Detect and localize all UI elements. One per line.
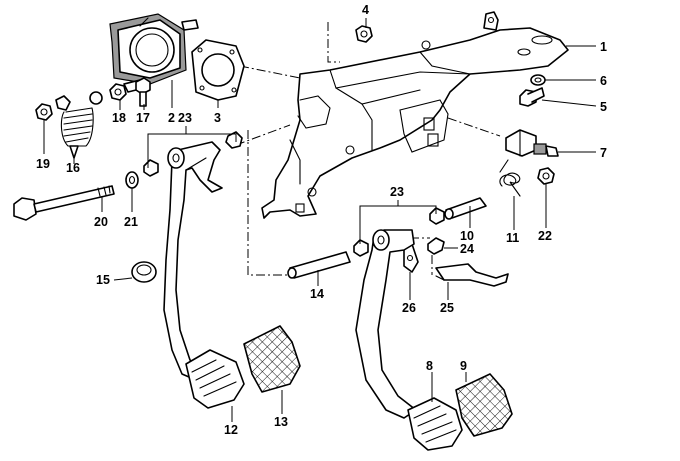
callout-8: 8 bbox=[426, 359, 433, 373]
callout-14: 14 bbox=[310, 287, 324, 301]
bushing-22 bbox=[537, 167, 555, 185]
callout-labels: 1 6 5 7 4 2 3 17 18 19 16 23 20 21 15 23… bbox=[36, 3, 607, 437]
callout-13: 13 bbox=[274, 415, 288, 429]
brake-light-switch-7 bbox=[505, 129, 559, 157]
pedal-pad-9 bbox=[455, 373, 513, 437]
pin-14 bbox=[287, 251, 351, 279]
callout-22: 22 bbox=[538, 229, 552, 243]
callout-10: 10 bbox=[460, 229, 474, 243]
callout-2: 2 bbox=[168, 111, 175, 125]
clutch-pedal-12 bbox=[163, 141, 245, 409]
callout-1: 1 bbox=[600, 40, 607, 54]
callout-21: 21 bbox=[124, 215, 138, 229]
callout-9: 9 bbox=[460, 359, 467, 373]
bolt-17 bbox=[135, 77, 151, 107]
callout-25: 25 bbox=[440, 301, 454, 315]
callout-26: 26 bbox=[402, 301, 416, 315]
pedal-pad-13 bbox=[243, 325, 301, 393]
callout-7: 7 bbox=[600, 146, 607, 160]
callout-5: 5 bbox=[600, 100, 607, 114]
bolt-5 bbox=[519, 87, 545, 107]
mounting-plate-2 bbox=[109, 13, 199, 93]
callout-23-right: 23 bbox=[390, 185, 404, 199]
washer-21 bbox=[125, 171, 139, 189]
gasket-3 bbox=[191, 39, 245, 101]
brake-pedal-8 bbox=[355, 229, 463, 451]
pedal-bracket bbox=[261, 11, 569, 219]
callout-23-left: 23 bbox=[178, 111, 192, 125]
spring-11 bbox=[499, 159, 521, 197]
sleeve-10 bbox=[444, 197, 487, 220]
callout-17: 17 bbox=[136, 111, 150, 125]
nut-18 bbox=[109, 83, 127, 101]
callout-11: 11 bbox=[506, 231, 519, 245]
leader-lines bbox=[43, 18, 597, 422]
callout-3: 3 bbox=[214, 111, 221, 125]
callout-18: 18 bbox=[112, 111, 126, 125]
spring-16 bbox=[55, 91, 103, 159]
washer-6 bbox=[530, 74, 546, 86]
pivot-bolt-20 bbox=[13, 185, 115, 221]
callout-12: 12 bbox=[224, 423, 238, 437]
callout-16: 16 bbox=[66, 161, 80, 175]
callout-20: 20 bbox=[94, 215, 108, 229]
nut-19 bbox=[35, 103, 53, 121]
callout-24: 24 bbox=[460, 242, 474, 256]
callout-4: 4 bbox=[362, 3, 369, 17]
plug-15 bbox=[131, 261, 157, 283]
callout-6: 6 bbox=[600, 74, 607, 88]
pin-24 bbox=[427, 237, 445, 255]
callout-15: 15 bbox=[96, 273, 110, 287]
linkage-25 bbox=[435, 263, 509, 287]
nut-4 bbox=[355, 25, 373, 43]
callout-19: 19 bbox=[36, 157, 50, 171]
